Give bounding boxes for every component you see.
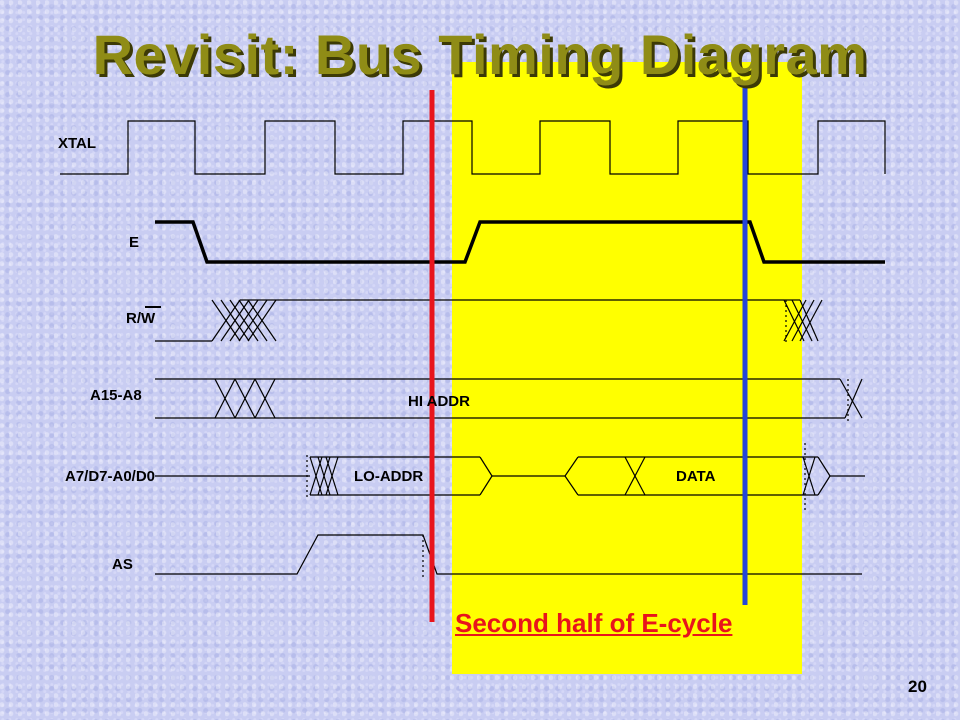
signal-label-a7-a0: A7/D7-A0/D0: [65, 468, 156, 485]
xtal-waveform: [60, 120, 886, 175]
a7-a0-waveform: [155, 443, 865, 512]
a15-a8-waveform: [155, 378, 863, 422]
e-waveform: [155, 220, 885, 264]
signal-label-e: E: [129, 234, 140, 251]
bus-label-hi-addr: HI ADDR: [408, 393, 470, 410]
slide-title: Revisit: Bus Timing Diagram: [92, 23, 868, 86]
bus-label-data: DATA: [676, 468, 716, 485]
signal-label-as: AS: [112, 556, 133, 573]
bus-label-lo-addr: LO-ADDR: [354, 468, 424, 485]
signal-label-xtal: XTAL: [58, 135, 97, 152]
rw-waveform: [155, 299, 823, 345]
e-cycle-caption: Second half of E-cycle: [455, 608, 733, 638]
signal-label-a15-a8: A15-A8: [90, 387, 142, 404]
signal-label-rw: R/W: [126, 310, 156, 327]
page-number: 20: [908, 677, 927, 696]
as-waveform: [155, 534, 862, 578]
rw-overbar: [145, 306, 161, 308]
